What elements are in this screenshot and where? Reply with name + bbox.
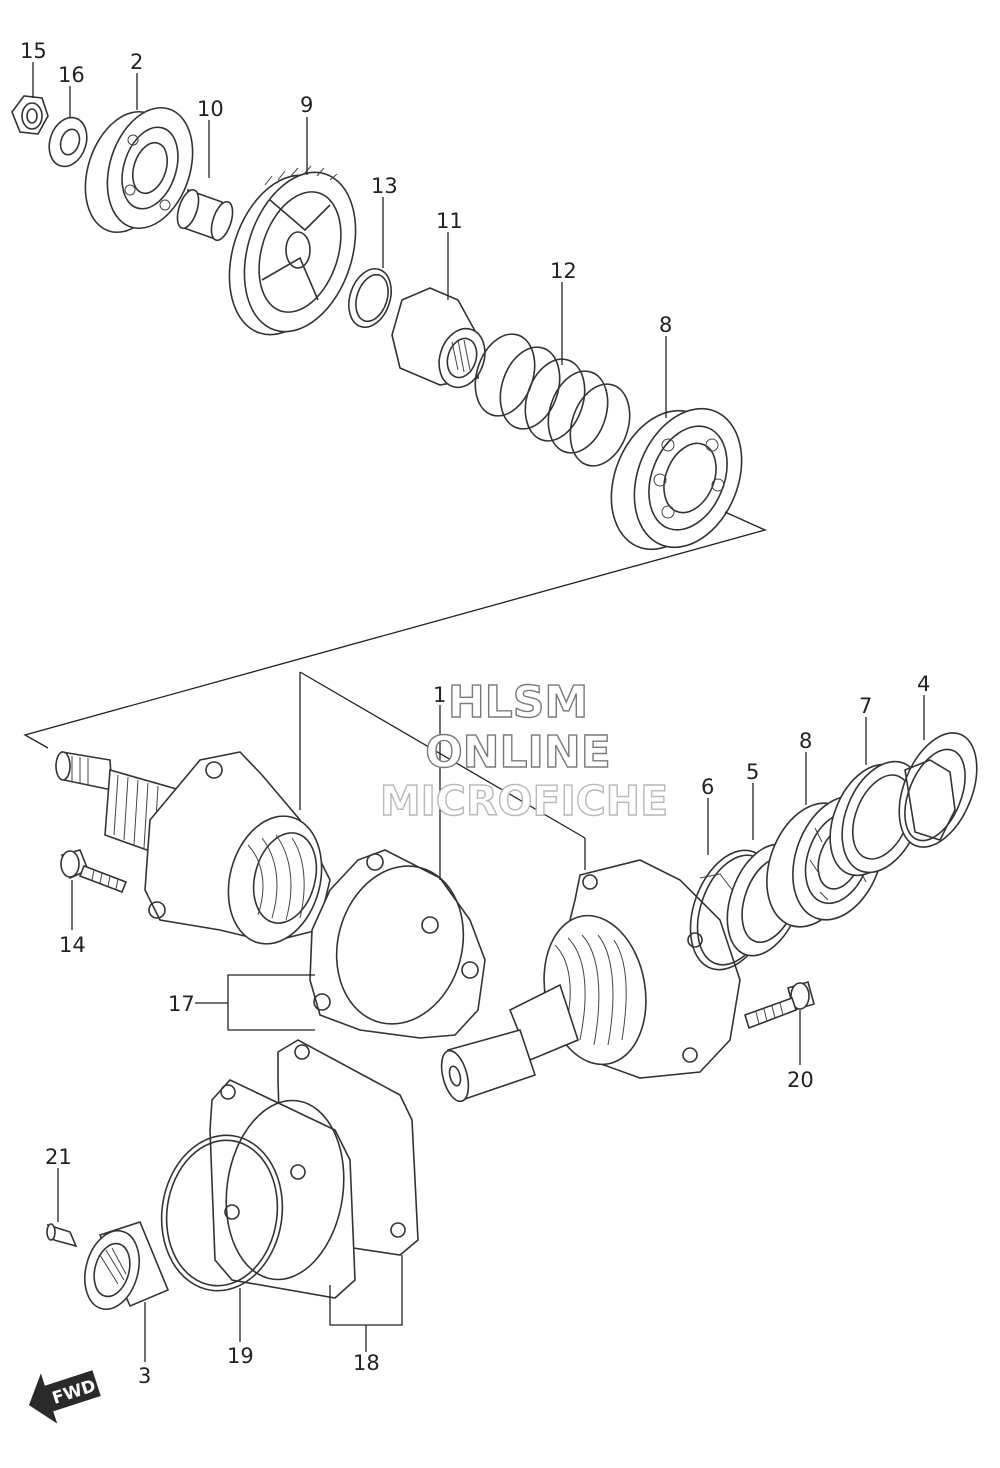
callout-17: 17 <box>168 992 195 1016</box>
watermark: HLSM ONLINE MICROFICHE <box>379 676 669 825</box>
callout-14: 14 <box>59 933 86 957</box>
fwd-arrow-badge: FWD <box>28 1370 101 1424</box>
part-17-gasket <box>309 849 486 1039</box>
callout-19: 19 <box>227 1344 254 1368</box>
callout-4: 4 <box>917 672 930 696</box>
callout-2: 2 <box>130 50 143 74</box>
callout-8-upper: 8 <box>659 313 672 337</box>
callout-6: 6 <box>701 775 714 799</box>
callout-20: 20 <box>787 1068 814 1092</box>
callout-15: 15 <box>20 39 47 63</box>
callout-7: 7 <box>859 694 872 718</box>
callout-1: 1 <box>433 683 446 707</box>
part-15-nut <box>11 95 49 135</box>
part-8-bearing-upper <box>610 407 743 551</box>
watermark-line-2: ONLINE <box>425 727 611 778</box>
callout-3: 3 <box>138 1364 151 1388</box>
part-1-gearcase <box>440 859 743 1103</box>
part-2-bearing <box>84 106 194 234</box>
callout-8-lower: 8 <box>799 729 812 753</box>
part-21-pin <box>46 1223 78 1248</box>
callout-18: 18 <box>353 1351 380 1375</box>
part-pinion-shaft <box>55 751 331 945</box>
part-16-washer <box>48 116 88 168</box>
part-11-clutch <box>391 287 486 389</box>
callout-9: 9 <box>300 93 313 117</box>
part-20-bolt <box>744 980 815 1030</box>
callout-13: 13 <box>371 174 398 198</box>
part-12-spring <box>474 333 631 467</box>
callout-5: 5 <box>746 760 759 784</box>
part-13-circlip <box>348 268 392 328</box>
watermark-line-1: HLSM <box>448 677 588 728</box>
part-4-cap <box>898 732 978 848</box>
callout-21: 21 <box>45 1145 72 1169</box>
part-18-gasket <box>209 1039 419 1299</box>
callout-labels: 15 16 2 10 9 13 11 12 8 1 4 7 8 5 6 14 1… <box>20 39 930 1388</box>
part-3-needle-bearing <box>84 1221 170 1311</box>
part-9-gear <box>228 165 357 336</box>
callout-12: 12 <box>550 259 577 283</box>
leader-lines <box>32 62 925 1362</box>
callout-10: 10 <box>197 97 224 121</box>
watermark-line-3: MICROFICHE <box>380 777 668 825</box>
part-10-sleeve <box>176 188 234 242</box>
part-19-oring <box>160 1134 284 1292</box>
part-14-bolt <box>60 849 128 894</box>
callout-11: 11 <box>436 209 463 233</box>
callout-16: 16 <box>58 63 85 87</box>
